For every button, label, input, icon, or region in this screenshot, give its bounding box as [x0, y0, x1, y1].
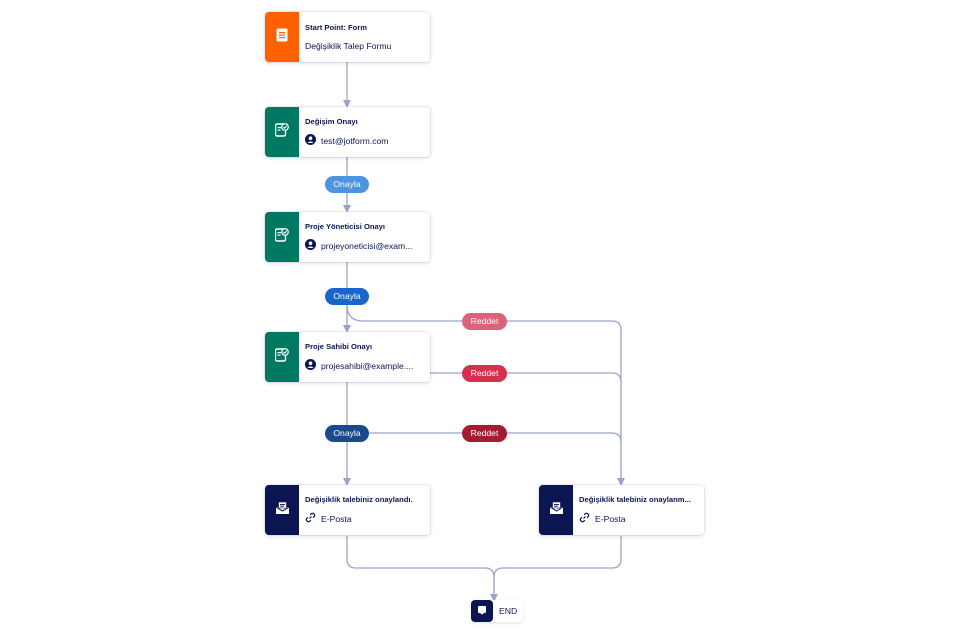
approval-icon [274, 347, 289, 367]
reject-pill-3[interactable]: Reddet [462, 425, 507, 442]
email-approved-channel: E-Posta [321, 513, 352, 524]
approve-pill-1[interactable]: Onayla [325, 176, 369, 193]
link-icon [579, 512, 590, 526]
end-label: END [499, 606, 518, 616]
approval-2-title: Proje Yöneticisi Onayı [305, 221, 386, 231]
approval-node-3[interactable]: Proje Sahibi Onayı projesahibi@example..… [265, 332, 430, 382]
email-rejected-channel: E-Posta [595, 513, 626, 524]
end-icon [477, 602, 487, 620]
approval-3-title: Proje Sahibi Onayı [305, 341, 373, 351]
reject-pill-2[interactable]: Reddet [462, 365, 507, 382]
start-icon-box [265, 12, 299, 62]
email-approved-title: Değişiklik talebiniz onaylandı. [305, 494, 413, 504]
connector-approval-3-reject [430, 372, 622, 383]
approval-3-assignee: projesahibi@example.... [321, 360, 414, 371]
email-icon-box [265, 485, 299, 535]
approval-icon-box [265, 212, 299, 262]
connector-approval-3-reject-bottom [368, 432, 622, 443]
approval-node-2[interactable]: Proje Yöneticisi Onayı projeyoneticisi@e… [265, 212, 430, 262]
email-node-rejected[interactable]: Değişiklik talebiniz onaylanm... E-Posta [539, 485, 704, 535]
approval-1-title: Değişim Onayı [305, 116, 358, 126]
start-node-title: Start Point: Form [305, 22, 368, 32]
connector-email-approved-to-end [346, 536, 498, 602]
approve-pill-2[interactable]: Onayla [325, 288, 369, 305]
user-icon [305, 238, 316, 253]
approval-icon [274, 122, 289, 142]
form-icon [276, 28, 288, 47]
user-icon [305, 358, 316, 373]
email-rejected-title: Değişiklik talebiniz onaylanm... [579, 494, 691, 504]
approval-1-assignee: test@jotform.com [321, 135, 389, 146]
approval-icon-box [265, 332, 299, 382]
user-icon [305, 133, 316, 148]
link-icon [305, 512, 316, 526]
email-icon-box [539, 485, 573, 535]
start-node-subtitle: Değişiklik Talep Formu [305, 40, 392, 51]
approval-node-1[interactable]: Değişim Onayı test@jotform.com [265, 107, 430, 157]
end-icon-box [471, 600, 493, 622]
start-node[interactable]: Start Point: Form Değişiklik Talep Formu [265, 12, 430, 62]
email-node-approved[interactable]: Değişiklik talebiniz onaylandı. E-Posta [265, 485, 430, 535]
reject-pill-1[interactable]: Reddet [462, 313, 507, 330]
email-icon [549, 501, 564, 520]
approval-2-assignee: projeyoneticisi@exam... [321, 240, 413, 251]
connector-email-rejected-to-end [493, 536, 622, 578]
approval-icon-box [265, 107, 299, 157]
connector-approval-2-reject [346, 304, 625, 486]
end-node[interactable]: END [471, 600, 523, 622]
approval-icon [274, 227, 289, 247]
email-icon [275, 501, 290, 520]
approve-pill-3[interactable]: Onayla [325, 425, 369, 442]
